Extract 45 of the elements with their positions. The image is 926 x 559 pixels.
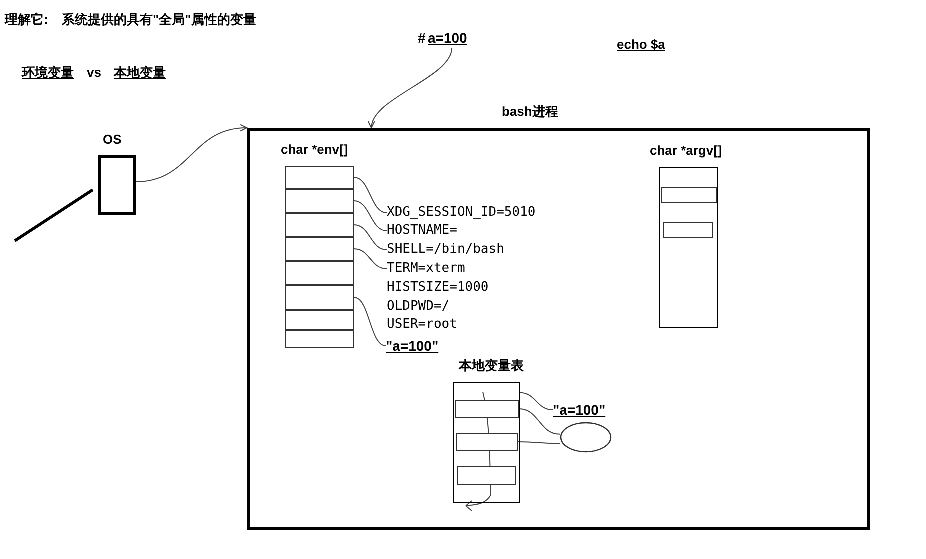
command-text: a=100 [428,29,468,47]
env-entry: SHELL=/bin/bash [387,241,504,259]
env-entry: HISTSIZE=1000 [387,279,489,297]
value-text: "a=100" [386,337,439,355]
connector-line [354,200,388,232]
env-entry: USER=root [387,316,458,334]
heading: 本地变量表 [459,358,524,374]
env-entry: OLDPWD=/ [387,298,450,316]
env-entry: HOSTNAME= [387,222,458,240]
array-cell [456,433,518,451]
heading: char *argv[] [650,143,722,159]
env-entry: TERM=xterm [387,260,466,278]
connector-line [518,442,560,444]
array-cell [285,310,354,330]
array-cell [285,189,354,213]
connector-line [354,297,386,346]
arrow [369,48,453,129]
array-cell [285,285,354,310]
note-text: 理解它: [5,11,48,29]
heading: bash进程 [502,104,558,120]
array-cell [285,261,354,285]
array-cell [285,213,354,237]
connector-line [520,392,554,410]
value-text: "a=100" [553,401,606,419]
command-text: echo $a [617,36,666,54]
heading: char *env[] [281,142,348,158]
array-cell [663,222,713,238]
heading: vs [87,64,102,82]
prompt-sign: # [418,29,426,47]
note-text: 系统提供的具有"全局"属性的变量 [62,11,256,29]
heading: 环境变量 [22,64,74,82]
array-cell [455,400,519,418]
array-cell [661,187,717,203]
heading: OS [103,132,122,148]
array-cell [457,466,516,485]
array-cell [285,166,354,189]
arrow [136,124,248,182]
heading: 本地变量 [114,64,166,82]
array-cell [285,330,354,348]
connector-line [354,224,388,250]
env-entry: XDG_SESSION_ID=5010 [387,204,536,222]
array-cell [285,237,354,261]
connector-line [518,408,560,435]
connector-line [354,248,388,270]
connector-line [354,177,388,214]
